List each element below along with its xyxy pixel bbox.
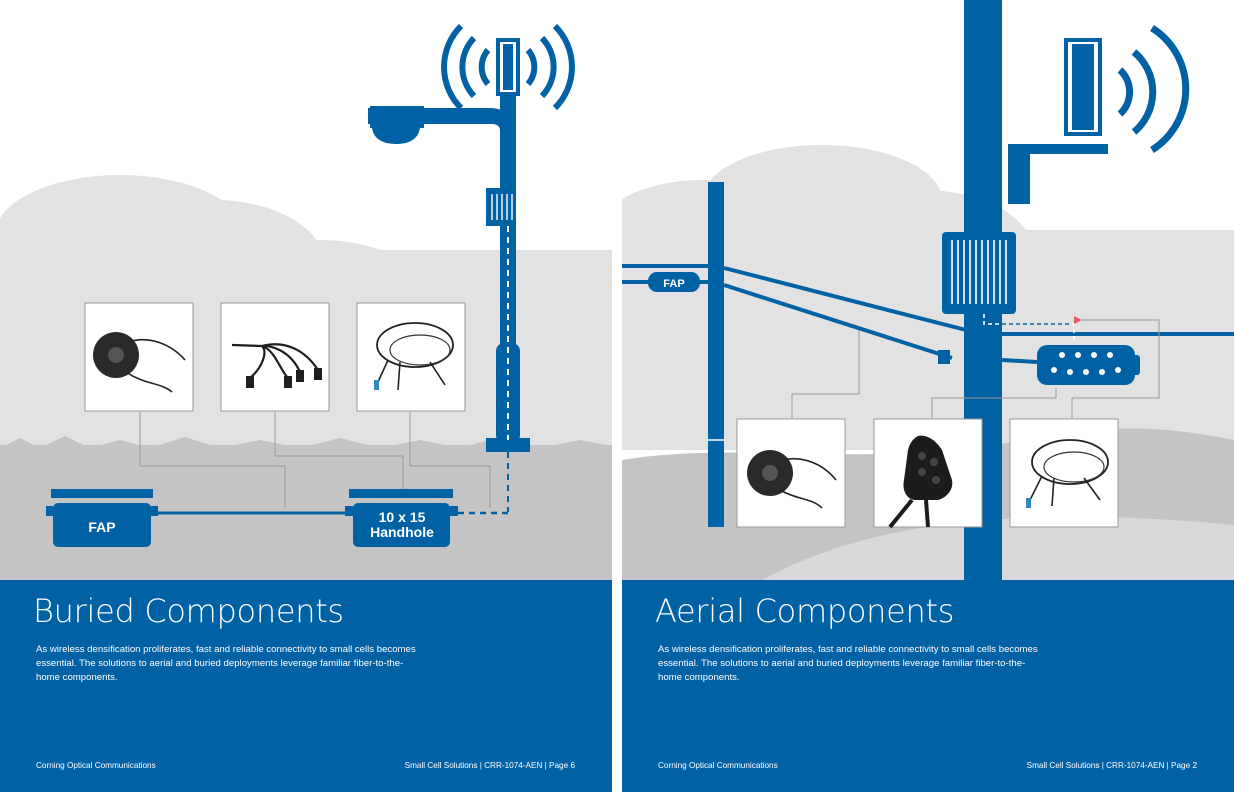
footer-company: Corning Optical Communications bbox=[658, 761, 778, 770]
multiport-terminal bbox=[1037, 345, 1140, 385]
page-title: Aerial Components bbox=[655, 592, 955, 630]
handhole-label-line1: 10 x 15 bbox=[379, 509, 426, 525]
utility-pole-left bbox=[708, 182, 724, 527]
aerial-strand-lower bbox=[723, 283, 953, 360]
page-buried-components: FAP 10 x 15 Handhole Buried Components A… bbox=[0, 0, 612, 792]
aerial-strand-upper bbox=[723, 266, 967, 332]
buried-deployment-illustration: FAP 10 x 15 Handhole bbox=[0, 23, 612, 580]
fap-label: FAP bbox=[663, 278, 684, 290]
fap-aerial-closure: FAP bbox=[622, 264, 708, 292]
photo-fanout-assembly bbox=[220, 302, 330, 412]
pole-radio-enclosure bbox=[942, 232, 1016, 314]
fap-enclosure: FAP bbox=[46, 489, 158, 547]
photo-multiport-terminal bbox=[873, 418, 983, 529]
text-panel: Aerial Components As wireless densificat… bbox=[622, 580, 1234, 792]
text-panel: Buried Components As wireless densificat… bbox=[0, 580, 612, 792]
leader-lines bbox=[139, 412, 491, 508]
photo-fiber-cable-reel bbox=[736, 418, 846, 528]
footer-page-info: Small Cell Solutions | CRR-1074-AEN | Pa… bbox=[404, 761, 575, 770]
grass-edge bbox=[0, 436, 612, 452]
photo-coiled-drop-cable bbox=[356, 302, 466, 412]
intro-paragraph: As wireless densification proliferates, … bbox=[658, 644, 1038, 683]
footer-company: Corning Optical Communications bbox=[36, 761, 156, 770]
intro-paragraph: As wireless densification proliferates, … bbox=[36, 644, 416, 683]
handhole-enclosure: 10 x 15 Handhole bbox=[345, 489, 458, 547]
fap-label: FAP bbox=[88, 519, 115, 535]
leader-lines bbox=[791, 319, 1160, 418]
footer-page-info: Small Cell Solutions | CRR-1074-AEN | Pa… bbox=[1026, 761, 1197, 770]
page-title: Buried Components bbox=[33, 592, 344, 630]
page-aerial-components: FAP bbox=[622, 0, 1234, 792]
photo-coiled-drop-cable bbox=[1009, 418, 1119, 528]
handhole-label-line2: Handhole bbox=[370, 524, 434, 540]
aerial-deployment-illustration: FAP bbox=[622, 0, 1234, 580]
pole-junction-box bbox=[491, 194, 513, 220]
photo-fiber-cable-reel bbox=[84, 302, 194, 412]
small-cell-radio-icon bbox=[1008, 25, 1190, 204]
small-cell-radio-icon bbox=[441, 23, 575, 111]
pole-fiber-dashed bbox=[983, 314, 1075, 342]
